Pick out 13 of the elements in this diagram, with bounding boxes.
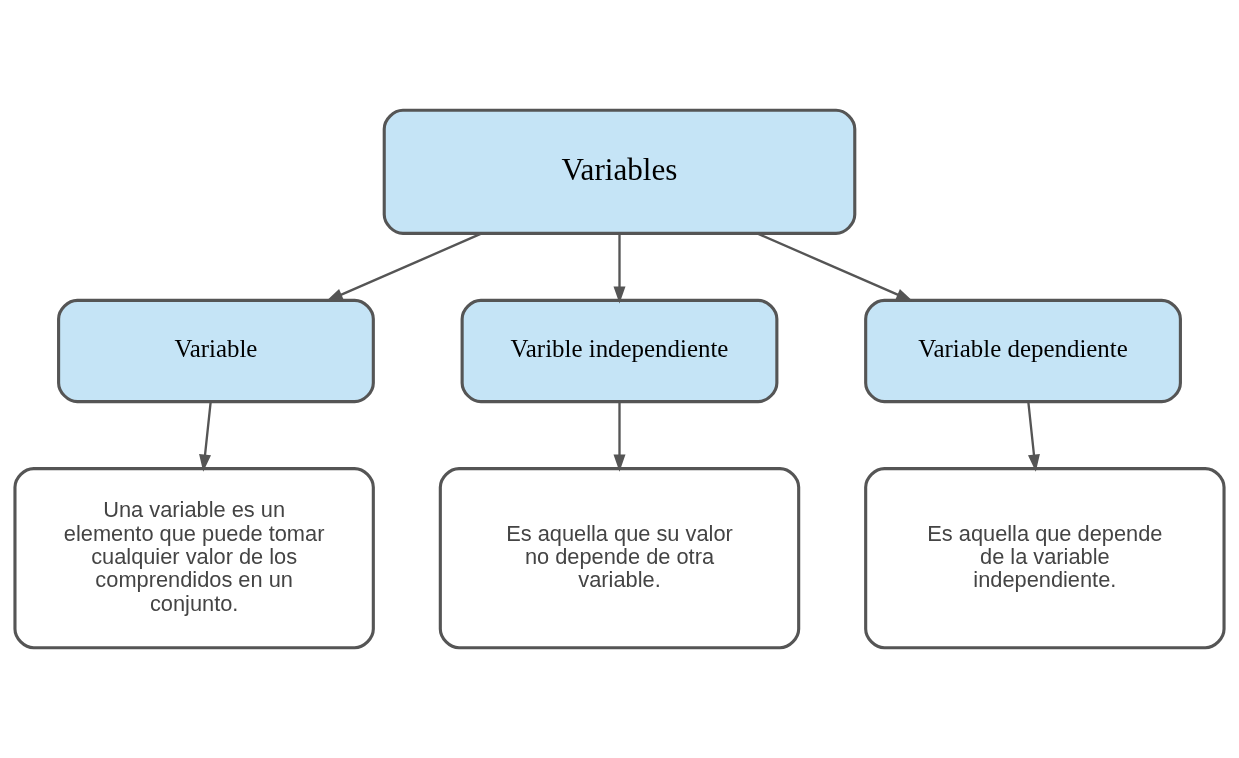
node-box: Variable dependiente	[864, 298, 1182, 404]
arrow	[1027, 401, 1040, 472]
node-box: Es aquella que su valor no depende de otra variable.	[438, 467, 801, 650]
node-box: Variable	[57, 298, 375, 404]
node-box: Una variable es un elemento que puede tomar cualquier valor de los comprendidos en un conjunto.	[13, 467, 375, 650]
node-box: Varible independiente	[460, 298, 779, 404]
arrow	[325, 232, 483, 302]
node-box: Es aquella que depende de la variable independiente.	[864, 467, 1226, 650]
node-box: Variables	[382, 108, 857, 235]
arrow	[613, 233, 626, 304]
arrow	[756, 232, 914, 302]
arrow	[199, 401, 212, 472]
arrow	[613, 401, 626, 472]
